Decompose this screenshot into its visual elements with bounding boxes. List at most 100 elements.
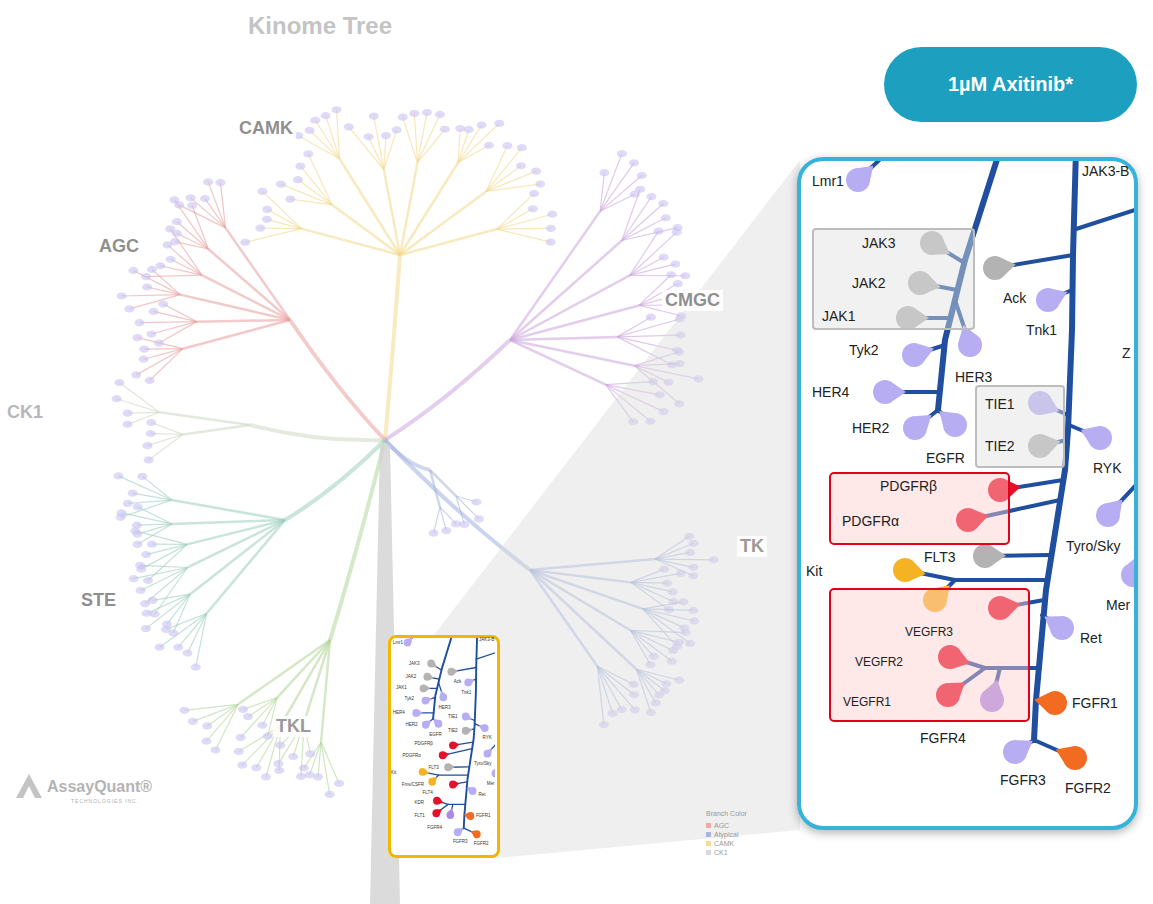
kinase-label: FGFR3 — [1000, 772, 1046, 788]
tree-twig — [497, 229, 551, 242]
kinase-leaf — [263, 732, 273, 739]
mini-kinase-label: PDGFRβ — [415, 741, 433, 746]
tree-twig — [630, 232, 677, 275]
kinase-leaf — [299, 764, 309, 771]
kinase-leaf — [276, 181, 286, 188]
kinase-leaf — [240, 239, 250, 246]
kinase-leaf — [132, 530, 142, 537]
kinase-leaf — [409, 110, 419, 117]
kinase-label: VEGFR1 — [843, 695, 891, 710]
kinase-leaf — [234, 748, 244, 755]
tree-twig — [117, 399, 160, 413]
tree-twig — [146, 275, 202, 277]
tree-branch — [250, 425, 385, 440]
tree-branch — [183, 320, 290, 349]
legend-swatch — [706, 850, 711, 855]
tree-branch — [172, 500, 285, 520]
inactive-group-box: TIE1TIE2 — [975, 385, 1065, 468]
kinase-leaf — [369, 113, 379, 120]
kinase-leaf — [155, 644, 165, 651]
kinase-leaf-tip — [1056, 747, 1071, 763]
tree-twig — [139, 321, 196, 323]
kinase-leaf — [124, 305, 134, 312]
kinase-leaf — [143, 577, 153, 584]
mini-kinase-label: Fms/CSFR — [402, 782, 424, 787]
kinase-leaf — [659, 254, 669, 261]
tree-branch — [238, 640, 330, 704]
tree-twig — [458, 123, 499, 162]
tree-branch — [400, 191, 486, 255]
kinase-leaf — [293, 176, 303, 183]
tree-twig — [417, 113, 426, 163]
kinase-label: EGFR — [926, 450, 965, 466]
tree-branch — [400, 229, 497, 255]
tree-twig — [174, 200, 208, 249]
kinase-leaf — [150, 610, 160, 617]
mini-kinase-label: RYK — [483, 735, 492, 740]
tree-twig — [151, 422, 183, 434]
kinase-label: HER3 — [955, 369, 992, 385]
kinase-leaf — [133, 541, 143, 548]
mini-tree-clip — [404, 637, 495, 838]
kinase-leaf — [494, 120, 504, 127]
kinase-label: JAK3-B — [1082, 163, 1129, 179]
kinase-leaf — [673, 280, 683, 287]
tree-twig — [146, 594, 190, 628]
kinase-leaf — [188, 718, 198, 725]
kinase-leaf — [141, 625, 151, 632]
kinase-leaf — [113, 472, 123, 479]
tree-twig — [152, 269, 180, 294]
mini-kinase-label: EGFR — [429, 732, 442, 737]
kinase-leaf — [251, 764, 261, 771]
kinase-leaf — [139, 356, 149, 363]
kinase-leaf — [191, 664, 201, 671]
tree-twig — [133, 493, 172, 500]
kinase-leaf — [172, 230, 182, 237]
kinase-leaf — [305, 750, 315, 757]
tree-twig — [137, 524, 172, 534]
mini-kinase-label: Mer — [487, 781, 495, 786]
group-label: CAMK — [236, 118, 296, 139]
kinase-leaf — [310, 117, 320, 124]
kinase-leaf — [215, 179, 225, 186]
kinase-leaf — [166, 256, 176, 263]
logo-text: AssayQuant® — [44, 778, 155, 796]
kinase-label: TIE2 — [985, 438, 1015, 454]
kinase-leaf — [321, 112, 331, 119]
mini-kinase-label: FLT3 — [429, 765, 439, 770]
kinase-leaf — [455, 125, 465, 132]
tree-twig — [129, 295, 180, 309]
kinase-leaf — [174, 201, 184, 208]
kinase-leaf — [255, 225, 265, 232]
kinase-leaf — [666, 271, 676, 278]
tree-twig — [118, 476, 171, 500]
kinase-label: VEGFR2 — [855, 655, 903, 670]
kinase-leaf — [546, 239, 556, 246]
tree-twig — [600, 194, 635, 211]
kinase-leaf — [873, 380, 897, 404]
tree-branch — [280, 640, 330, 726]
kinase-leaf — [334, 780, 344, 787]
kinase-leaf — [429, 529, 439, 536]
tree-branch — [290, 320, 385, 440]
legend-text: AGC — [714, 822, 729, 830]
tree-twig — [153, 594, 191, 600]
kinase-leaf — [141, 551, 151, 558]
tree-branch — [188, 520, 285, 567]
tree-twig — [163, 304, 197, 322]
kinase-leaf — [179, 707, 189, 714]
tree-twig — [184, 704, 238, 710]
kinase-leaf — [517, 144, 527, 151]
kinase-leaf — [143, 442, 153, 449]
kinase-label: RYK — [1093, 460, 1122, 476]
tree-twig — [122, 295, 181, 296]
kinase-leaf — [285, 196, 295, 203]
tree-twig — [321, 742, 339, 783]
kinase-leaf — [116, 514, 126, 521]
kinase-leaf — [146, 430, 156, 437]
kinase-leaf — [158, 300, 168, 307]
tree-twig — [220, 183, 225, 228]
kinase-leaf — [381, 132, 391, 139]
kinase-label: Ret — [1080, 630, 1102, 646]
kinase-leaf — [142, 283, 152, 290]
